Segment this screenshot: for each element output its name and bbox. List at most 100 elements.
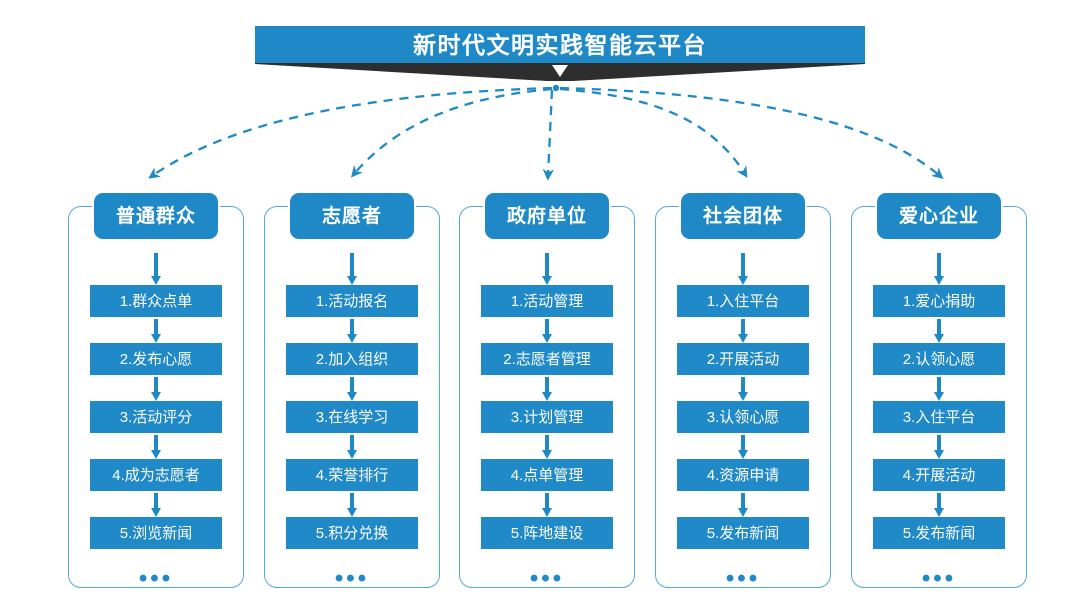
column-header-col-government-unit[interactable]: 政府单位 bbox=[485, 193, 609, 239]
step-item-label: 5.浏览新闻 bbox=[119, 524, 193, 542]
column-body: 1.入住平台 2.开展活动 3.认领心愿 4.资源申请 5.发布新闻 ••• bbox=[655, 251, 831, 591]
column-header-label: 社会团体 bbox=[702, 205, 783, 227]
column-col-general-public: 普通群众 1.群众点单 2.发布心愿 3.活动评分 4.成为志愿者 5.浏览新闻 ••• bbox=[68, 193, 244, 592]
more-items-ellipsis: ••• bbox=[725, 565, 761, 592]
column-col-government-unit: 政府单位 1.活动管理 2.志愿者管理 3.计划管理 4.点单管理 5.阵地建设 ••• bbox=[459, 193, 635, 591]
platform-title-text: 新时代文明实践智能云平台 bbox=[413, 31, 707, 58]
column-header-col-volunteer[interactable]: 志愿者 bbox=[290, 193, 414, 239]
step-item[interactable]: 5.积分兑换 bbox=[286, 517, 418, 549]
step-item-label: 3.入住平台 bbox=[902, 408, 976, 426]
step-item-label: 2.加入组织 bbox=[315, 350, 389, 368]
step-item[interactable]: 1.爱心捐助 bbox=[873, 285, 1005, 317]
arrow-glyph bbox=[540, 433, 554, 459]
step-item[interactable]: 4.荣誉排行 bbox=[286, 459, 418, 491]
arrow-down-icon bbox=[264, 251, 440, 285]
arrow-down-icon bbox=[655, 491, 831, 517]
step-item-label: 3.活动评分 bbox=[119, 408, 193, 426]
arrow-down-icon bbox=[851, 375, 1027, 401]
more-items-ellipsis: ••• bbox=[921, 565, 957, 592]
arrow-glyph bbox=[345, 491, 359, 517]
step-item[interactable]: 1.活动报名 bbox=[286, 285, 418, 317]
step-item[interactable]: 3.入住平台 bbox=[873, 401, 1005, 433]
step-item-label: 3.在线学习 bbox=[315, 408, 389, 426]
arrow-glyph bbox=[736, 251, 750, 285]
arrow-glyph bbox=[736, 433, 750, 459]
arrow-down-icon bbox=[68, 433, 244, 459]
arrow-down-icon bbox=[655, 317, 831, 343]
arrow-glyph bbox=[345, 317, 359, 343]
step-item-label: 4.荣誉排行 bbox=[315, 466, 389, 484]
step-item[interactable]: 3.认领心愿 bbox=[677, 401, 809, 433]
column-col-social-group: 社会团体 1.入住平台 2.开展活动 3.认领心愿 4.资源申请 5.发布新闻 ••• bbox=[655, 193, 831, 591]
arrow-glyph bbox=[540, 375, 554, 401]
step-item-label: 1.活动管理 bbox=[510, 292, 584, 310]
arrow-down-icon bbox=[851, 251, 1027, 285]
arrow-down-icon bbox=[68, 375, 244, 401]
arrow-glyph bbox=[345, 375, 359, 401]
column-header-col-general-public[interactable]: 普通群众 bbox=[94, 193, 218, 239]
arrow-down-icon bbox=[68, 317, 244, 343]
column-body: 1.活动报名 2.加入组织 3.在线学习 4.荣誉排行 5.积分兑换 ••• bbox=[264, 251, 440, 591]
step-item[interactable]: 5.阵地建设 bbox=[481, 517, 613, 549]
step-item-label: 5.积分兑换 bbox=[315, 524, 389, 542]
arrow-down-icon bbox=[459, 251, 635, 285]
step-item-label: 4.成为志愿者 bbox=[112, 466, 200, 484]
column-col-charity-enterprise: 爱心企业 1.爱心捐助 2.认领心愿 3.入住平台 4.开展活动 5.发布新闻 ••• bbox=[851, 193, 1027, 592]
step-item[interactable]: 4.成为志愿者 bbox=[90, 459, 222, 491]
step-item-label: 4.开展活动 bbox=[902, 466, 976, 484]
more-items-ellipsis: ••• bbox=[529, 565, 565, 592]
step-item[interactable]: 1.活动管理 bbox=[481, 285, 613, 317]
step-item[interactable]: 4.资源申请 bbox=[677, 459, 809, 491]
step-item[interactable]: 2.志愿者管理 bbox=[481, 343, 613, 375]
column-header-label: 普通群众 bbox=[115, 205, 196, 227]
arrow-down-icon bbox=[68, 251, 244, 285]
step-item-label: 1.爱心捐助 bbox=[902, 292, 976, 310]
step-item[interactable]: 5.发布新闻 bbox=[873, 517, 1005, 549]
step-item-label: 2.发布心愿 bbox=[119, 350, 193, 368]
more-items-ellipsis: ••• bbox=[138, 565, 174, 592]
arrow-down-icon bbox=[459, 491, 635, 517]
arrow-down-icon bbox=[459, 317, 635, 343]
step-item-label: 1.入住平台 bbox=[706, 292, 780, 310]
arrow-glyph bbox=[540, 491, 554, 517]
arrow-glyph bbox=[149, 433, 163, 459]
platform-title-banner: 新时代文明实践智能云平台 bbox=[255, 26, 865, 64]
arrow-glyph bbox=[149, 375, 163, 401]
arrow-glyph bbox=[736, 491, 750, 517]
arrow-down-icon bbox=[264, 375, 440, 401]
column-header-col-charity-enterprise[interactable]: 爱心企业 bbox=[877, 193, 1001, 239]
step-item[interactable]: 2.发布心愿 bbox=[90, 343, 222, 375]
step-item[interactable]: 2.认领心愿 bbox=[873, 343, 1005, 375]
step-item[interactable]: 5.浏览新闻 bbox=[90, 517, 222, 549]
step-item[interactable]: 3.在线学习 bbox=[286, 401, 418, 433]
step-item[interactable]: 5.发布新闻 bbox=[677, 517, 809, 549]
column-body: 1.活动管理 2.志愿者管理 3.计划管理 4.点单管理 5.阵地建设 ••• bbox=[459, 251, 635, 591]
more-items-ellipsis: ••• bbox=[334, 565, 370, 592]
arrow-glyph bbox=[540, 251, 554, 285]
step-item-label: 5.发布新闻 bbox=[902, 524, 976, 542]
arrow-down-icon bbox=[68, 491, 244, 517]
step-item-label: 2.认领心愿 bbox=[902, 350, 976, 368]
arrow-down-icon bbox=[851, 433, 1027, 459]
column-header-label: 爱心企业 bbox=[898, 205, 979, 227]
step-item[interactable]: 2.开展活动 bbox=[677, 343, 809, 375]
step-item-label: 2.志愿者管理 bbox=[503, 350, 591, 368]
step-item[interactable]: 1.群众点单 bbox=[90, 285, 222, 317]
step-item[interactable]: 2.加入组织 bbox=[286, 343, 418, 375]
arrow-glyph bbox=[149, 317, 163, 343]
step-item-label: 2.开展活动 bbox=[706, 350, 780, 368]
step-item[interactable]: 4.点单管理 bbox=[481, 459, 613, 491]
step-item[interactable]: 3.计划管理 bbox=[481, 401, 613, 433]
step-item[interactable]: 4.开展活动 bbox=[873, 459, 1005, 491]
column-header-col-social-group[interactable]: 社会团体 bbox=[681, 193, 805, 239]
arrow-down-icon bbox=[459, 375, 635, 401]
arrow-glyph bbox=[345, 251, 359, 285]
step-item[interactable]: 1.入住平台 bbox=[677, 285, 809, 317]
arrow-glyph bbox=[736, 375, 750, 401]
step-item[interactable]: 3.活动评分 bbox=[90, 401, 222, 433]
step-item-label: 3.计划管理 bbox=[510, 408, 584, 426]
arrow-glyph bbox=[932, 433, 946, 459]
step-item-label: 3.认领心愿 bbox=[706, 408, 780, 426]
